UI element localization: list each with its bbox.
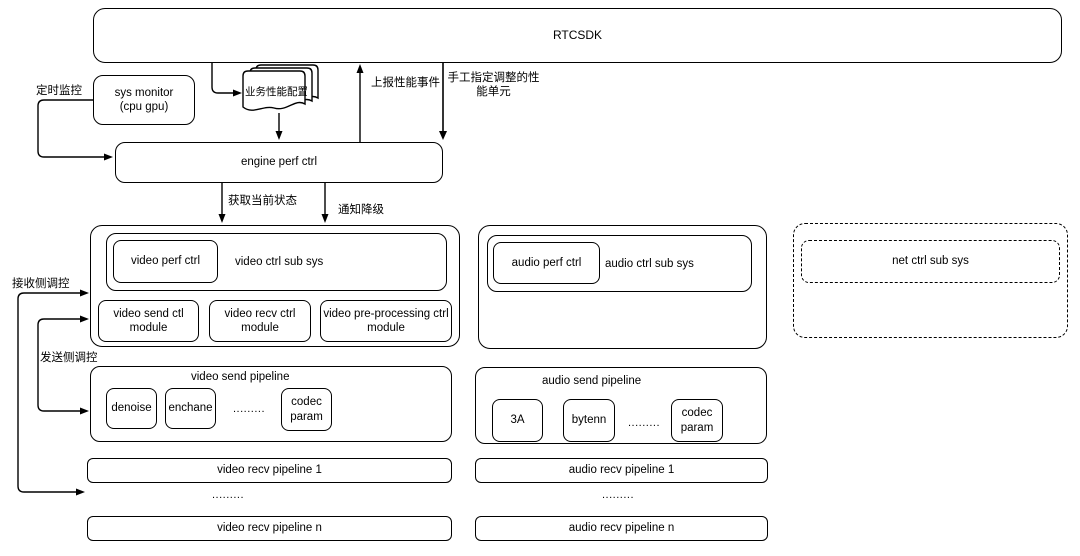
video-ctrl-sub-sys-label: video ctrl sub sys <box>235 256 324 268</box>
arrowhead-send-side-top <box>80 315 89 323</box>
audio-recv-pipeline-1-label: audio recv pipeline 1 <box>568 464 675 477</box>
manual-adjust-unit-label: 手工指定调整的性能单元 <box>447 72 540 99</box>
arrowhead-engine-left <box>104 153 113 161</box>
arrowhead-rtcsdk-bottom <box>356 64 364 73</box>
bytenn-node: bytenn <box>563 399 615 442</box>
engine-perf-ctrl-label: engine perf ctrl <box>240 156 318 169</box>
enchane-node: enchane <box>165 388 216 429</box>
audio-perf-ctrl-node: audio perf ctrl <box>493 242 600 284</box>
video-perf-ctrl-node: video perf ctrl <box>113 240 218 283</box>
video-recv-pipeline-dots: ......... <box>212 489 245 501</box>
3a-node: 3A <box>492 399 543 442</box>
connector-send-side-bracket <box>37 318 80 412</box>
audio-codec-param-label: codec param <box>680 407 714 434</box>
arrowhead-recv-side-top <box>80 289 89 297</box>
net-ctrl-sub-sys-label: net ctrl sub sys <box>892 255 969 268</box>
video-codec-param-node: codec param <box>281 388 332 431</box>
timed-monitor-label: 定时监控 <box>36 85 82 97</box>
audio-ctrl-sub-sys-label: audio ctrl sub sys <box>605 257 694 270</box>
video-recv-pipeline-n-label: video recv pipeline n <box>217 522 322 535</box>
rtcsdk-label: RTCSDK <box>552 28 603 42</box>
net-ctrl-sub-sys-node: net ctrl sub sys <box>801 240 1060 283</box>
sys-monitor-title: sys monitor <box>114 86 174 99</box>
audio-recv-pipeline-n-label: audio recv pipeline n <box>568 522 675 535</box>
audio-codec-param-node: codec param <box>671 399 723 442</box>
denoise-node: denoise <box>106 388 157 429</box>
biz-perf-config-doc-icon <box>242 64 319 111</box>
video-recv-pipeline-1-node: video recv pipeline 1 <box>87 458 452 483</box>
video-recv-ctrl-module-node: video recv ctrl module <box>209 300 311 342</box>
connector-rtcsdk-to-config <box>211 63 233 94</box>
video-send-ctl-module-node: video send ctl module <box>98 300 199 342</box>
arrowhead-manual-adjust-red <box>439 131 447 140</box>
connector-recv-side-bracket <box>17 292 80 493</box>
rtcsdk-node: RTCSDK <box>93 8 1062 63</box>
bytenn-label: bytenn <box>571 414 607 427</box>
recv-side-control-label: 接收侧调控 <box>12 278 70 290</box>
video-send-pipeline-container <box>90 366 452 442</box>
arrowhead-engine-top <box>275 131 283 140</box>
denoise-label: denoise <box>111 402 152 415</box>
arrowhead-notify-downgrade <box>321 214 329 223</box>
video-send-ctl-module-label: video send ctl module <box>113 307 184 334</box>
audio-recv-pipeline-1-node: audio recv pipeline 1 <box>475 458 768 483</box>
audio-recv-pipeline-dots: ......... <box>602 489 635 501</box>
video-recv-pipeline-n-node: video recv pipeline n <box>87 516 452 541</box>
video-recv-pipeline-1-label: video recv pipeline 1 <box>217 464 322 477</box>
sys-monitor-node: sys monitor (cpu gpu) <box>93 75 195 125</box>
audio-recv-pipeline-n-node: audio recv pipeline n <box>475 516 768 541</box>
arrowhead-get-state <box>218 214 226 223</box>
send-side-control-label: 发送侧调控 <box>40 352 98 364</box>
video-preprocessing-ctrl-module-label: video pre-processing ctrl module <box>323 307 449 334</box>
sys-monitor-sub: (cpu gpu) <box>119 101 169 113</box>
audio-perf-ctrl-label: audio perf ctrl <box>511 256 582 269</box>
biz-perf-config-label: 业务性能配置 <box>245 86 307 98</box>
arrowhead-recv-side-bottom <box>76 488 85 496</box>
report-perf-event-label: 上报性能事件 <box>371 77 440 89</box>
arrowhead-send-side-bottom <box>80 407 89 415</box>
engine-perf-ctrl-node: engine perf ctrl <box>115 142 443 183</box>
video-preprocessing-ctrl-module-node: video pre-processing ctrl module <box>320 300 452 342</box>
get-current-state-label: 获取当前状态 <box>228 195 297 207</box>
video-recv-ctrl-module-label: video recv ctrl module <box>224 307 296 334</box>
enchane-label: enchane <box>168 402 213 415</box>
notify-downgrade-label: 通知降级 <box>338 204 384 216</box>
video-perf-ctrl-label: video perf ctrl <box>130 255 201 268</box>
video-codec-param-label: codec param <box>290 396 323 423</box>
arrowhead-config <box>233 89 242 97</box>
3a-label: 3A <box>510 414 525 427</box>
